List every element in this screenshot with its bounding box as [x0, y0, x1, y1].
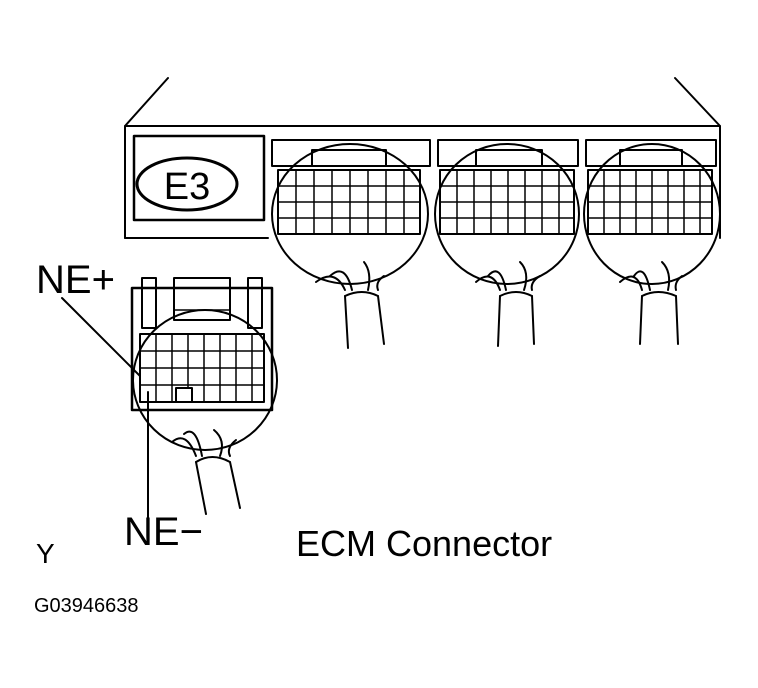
e3-badge: E3	[132, 134, 266, 222]
figure-code: G03946638	[34, 595, 139, 617]
corner-mark: Y	[36, 538, 55, 569]
ne-plus-leader	[61, 297, 141, 377]
ecm-socket-1	[271, 139, 431, 349]
ecm-socket-3	[583, 139, 721, 345]
leader-lines	[61, 297, 149, 519]
e3-badge-text: E3	[164, 166, 210, 208]
ecm-body	[124, 77, 721, 239]
harness-connector	[130, 277, 278, 515]
diagram-caption: ECM Connector	[296, 523, 553, 564]
ne-minus-label: NE−	[124, 510, 203, 554]
ne-plus-label: NE+	[36, 258, 115, 302]
ecm-socket-2	[434, 139, 580, 347]
